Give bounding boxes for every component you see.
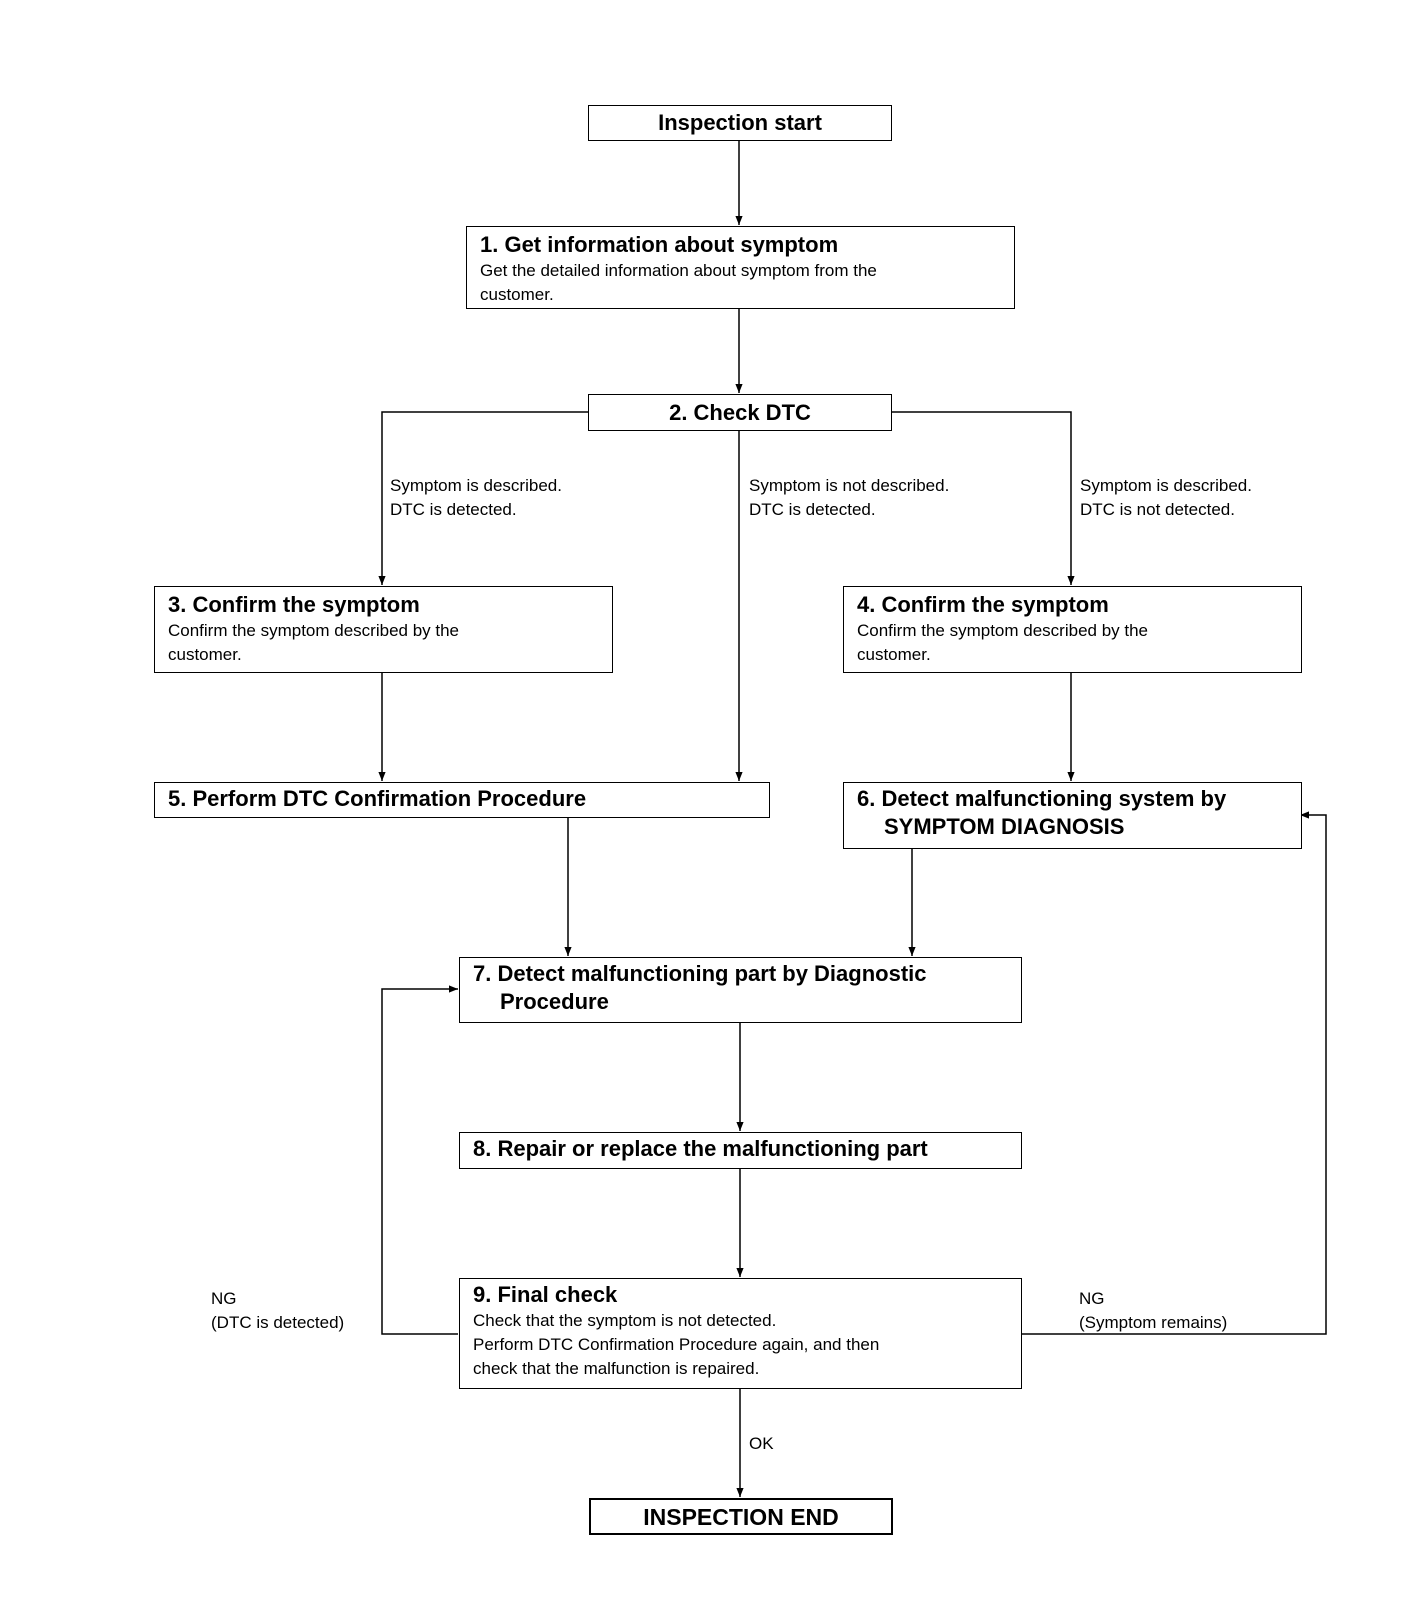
- right-branch-line-1: Symptom is described.: [1080, 476, 1252, 495]
- step-6-title-line-2: SYMPTOM DIAGNOSIS: [857, 813, 1289, 841]
- edge-label-right-branch: Symptom is described. DTC is not detecte…: [1080, 474, 1252, 522]
- step-5-title: 5. Perform DTC Confirmation Procedure: [168, 786, 587, 811]
- edge-step2-to-step3: [378, 411, 588, 585]
- step-8-title: 8. Repair or replace the malfunctioning …: [473, 1136, 928, 1161]
- node-step-3: 3. Confirm the symptom Confirm the sympt…: [154, 586, 613, 673]
- step-7-title-line-2-text: Procedure: [500, 989, 609, 1014]
- node-inspection-start: Inspection start: [588, 105, 892, 141]
- step-3-title: 3. Confirm the symptom: [168, 592, 420, 617]
- step-7-title-line-2: Procedure: [473, 988, 1009, 1016]
- step-9-title: 9. Final check: [473, 1282, 618, 1307]
- ng-right-line-1: NG: [1079, 1289, 1105, 1308]
- edge-label-middle-branch: Symptom is not described. DTC is detecte…: [749, 474, 949, 522]
- left-branch-line-1: Symptom is described.: [390, 476, 562, 495]
- edge-label-left-branch: Symptom is described. DTC is detected.: [390, 474, 562, 522]
- left-branch-line-2: DTC is detected.: [390, 500, 517, 519]
- node-step-4: 4. Confirm the symptom Confirm the sympt…: [843, 586, 1302, 673]
- edge-ng-loop-right: [1021, 811, 1327, 1335]
- step-7-title-line-1: 7. Detect malfunctioning part by Diagnos…: [473, 961, 927, 986]
- step-2-title: 2. Check DTC: [669, 399, 811, 425]
- ng-right-line-2: (Symptom remains): [1079, 1313, 1228, 1332]
- step-1-title: 1. Get information about symptom: [480, 232, 839, 257]
- node-step-9: 9. Final check Check that the symptom is…: [459, 1278, 1022, 1389]
- ng-left-line-2: (DTC is detected): [211, 1313, 345, 1332]
- node-step-1: 1. Get information about symptom Get the…: [466, 226, 1015, 309]
- step-3-body-line-2: customer.: [168, 645, 242, 664]
- edge-ng-loop-left: [381, 985, 458, 1335]
- step-4-body-line-2: customer.: [857, 645, 931, 664]
- ng-left-line-1: NG: [211, 1289, 237, 1308]
- step-1-body-line-1: Get the detailed information about sympt…: [480, 261, 877, 280]
- step-6-title-line-1: 6. Detect malfunctioning system by: [857, 786, 1227, 811]
- step-4-body-line-1: Confirm the symptom described by the: [857, 621, 1149, 640]
- middle-branch-line-1: Symptom is not described.: [749, 476, 950, 495]
- step-1-body-line-2: customer.: [480, 285, 554, 304]
- middle-branch-line-2: DTC is detected.: [749, 500, 876, 519]
- right-branch-line-2: DTC is not detected.: [1080, 500, 1235, 519]
- step-9-body-line-1: Check that the symptom is not detected.: [473, 1311, 777, 1330]
- edge-step2-to-step4: [891, 411, 1075, 585]
- step-9-body-line-3: check that the malfunction is repaired.: [473, 1359, 760, 1378]
- node-step-8: 8. Repair or replace the malfunctioning …: [459, 1132, 1022, 1169]
- node-step-5: 5. Perform DTC Confirmation Procedure: [154, 782, 770, 818]
- step-6-title-line-2-text: SYMPTOM DIAGNOSIS: [884, 814, 1125, 839]
- node-step-7: 7. Detect malfunctioning part by Diagnos…: [459, 957, 1022, 1023]
- node-inspection-end: INSPECTION END: [589, 1498, 893, 1535]
- node-step-2: 2. Check DTC: [588, 394, 892, 431]
- step-3-body-line-1: Confirm the symptom described by the: [168, 621, 460, 640]
- edge-label-ok: OK: [749, 1434, 774, 1453]
- node-step-6: 6. Detect malfunctioning system by SYMPT…: [843, 782, 1302, 849]
- node-inspection-end-label: INSPECTION END: [643, 1503, 839, 1530]
- step-9-body-line-2: Perform DTC Confirmation Procedure again…: [473, 1335, 880, 1354]
- edge-label-ng-right: NG (Symptom remains): [1079, 1287, 1227, 1335]
- edge-label-ng-left: NG (DTC is detected): [211, 1287, 344, 1335]
- node-inspection-start-label: Inspection start: [658, 110, 822, 135]
- step-4-title: 4. Confirm the symptom: [857, 592, 1109, 617]
